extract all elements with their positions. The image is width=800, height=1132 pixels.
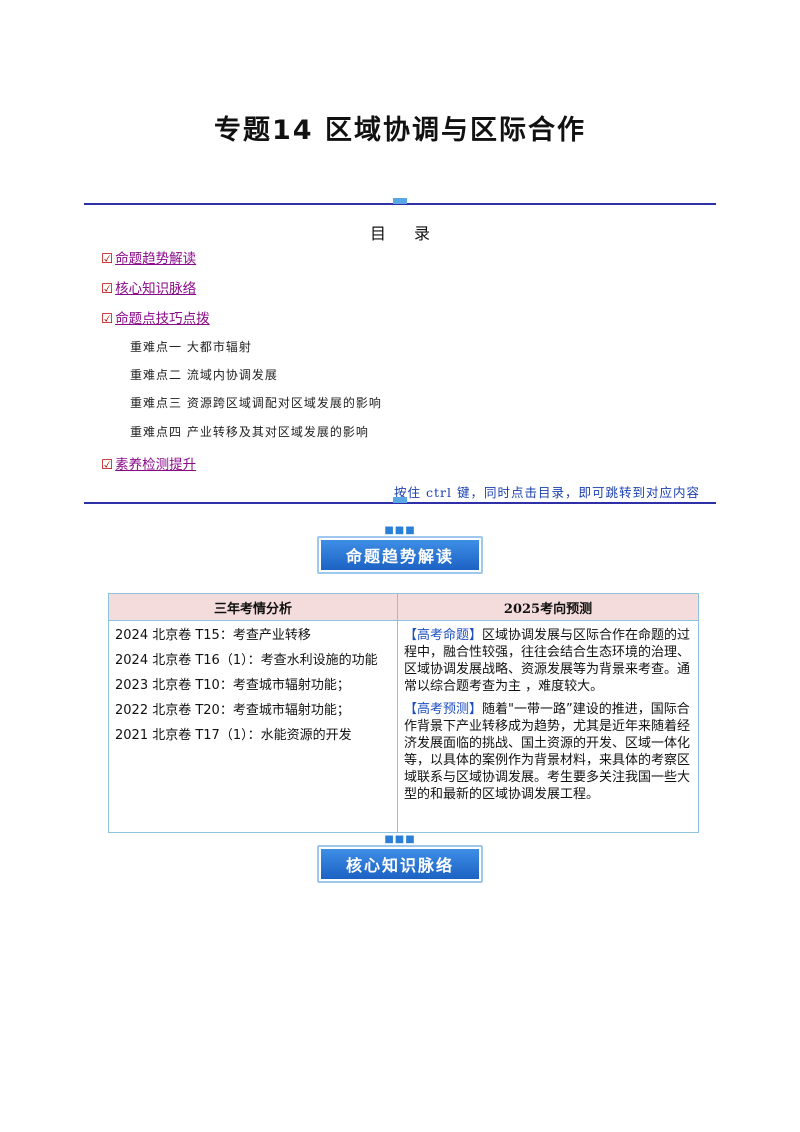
toc-heading: 目录 [369, 224, 458, 243]
banner-label: 命题趋势解读 [321, 540, 479, 570]
toc-link-knowledge[interactable]: ☑核心知识脉络 [101, 281, 197, 297]
page-title: 专题14 区域协调与区际合作 [214, 115, 586, 146]
divider-marker [393, 497, 407, 503]
list-item: 2024 北京卷 T16（1）：考查水利设施的功能 [115, 653, 378, 668]
divider-marker [393, 198, 407, 204]
section-banner-trend: ■■■ 命题趋势解读 [317, 526, 483, 574]
toc-subitem[interactable]: 重难点四 产业转移及其对区域发展的影响 [130, 425, 369, 439]
banner-dots-icon: ■■■ [384, 525, 416, 536]
forecast-tag: 【高考预测】 [404, 702, 483, 717]
forecast-cell: 【高考命题】区域协调发展与区际合作在命题的过程中，融合性较强，往往会结合生态环境… [397, 620, 699, 833]
toc-link-skills[interactable]: ☑命题点技巧点拨 [101, 311, 210, 327]
header-three-years: 三年考情分析 [108, 593, 398, 621]
top-divider [84, 203, 716, 205]
bottom-divider [84, 502, 716, 504]
banner-dots-icon: ■■■ [384, 834, 416, 845]
header-2025-forecast: 2025考向预测 [397, 593, 699, 621]
exam-analysis-table: 三年考情分析 2025考向预测 2024 北京卷 T15：考查产业转移 2024… [108, 593, 699, 833]
list-item: 2024 北京卷 T15：考查产业转移 [115, 628, 311, 643]
checkbox-icon: ☑ [101, 281, 114, 297]
list-item: 2023 北京卷 T10：考查城市辐射功能； [115, 678, 350, 693]
checkbox-icon: ☑ [101, 457, 114, 473]
checkbox-icon: ☑ [101, 251, 114, 267]
checkbox-icon: ☑ [101, 311, 114, 327]
toc-link-trend[interactable]: ☑命题趋势解读 [101, 251, 197, 267]
forecast-tag: 【高考命题】 [404, 628, 483, 643]
forecast-block: 【高考命题】区域协调发展与区际合作在命题的过程中，融合性较强，往往会结合生态环境… [404, 628, 691, 694]
banner-label: 核心知识脉络 [321, 849, 479, 879]
toc-subitem[interactable]: 重难点三 资源跨区域调配对区域发展的影响 [130, 396, 382, 410]
exam-history-cell: 2024 北京卷 T15：考查产业转移 2024 北京卷 T16（1）：考查水利… [108, 620, 398, 833]
list-item: 2022 北京卷 T20：考查城市辐射功能； [115, 703, 350, 718]
toc-subitem[interactable]: 重难点一 大都市辐射 [130, 340, 252, 354]
list-item: 2021 北京卷 T17（1）：水能资源的开发 [115, 728, 352, 743]
toc-subitem[interactable]: 重难点二 流域内协调发展 [130, 368, 278, 382]
toc-link-practice[interactable]: ☑素养检测提升 [101, 457, 197, 473]
forecast-block: 【高考预测】随着"一带一路”建设的推进，国际合作背景下产业转移成为趋势，尤其是近… [404, 702, 691, 802]
ctrl-click-hint: 按住 ctrl 键，同时点击目录，即可跳转到对应内容 [394, 485, 700, 500]
section-banner-knowledge: ■■■ 核心知识脉络 [317, 835, 483, 883]
